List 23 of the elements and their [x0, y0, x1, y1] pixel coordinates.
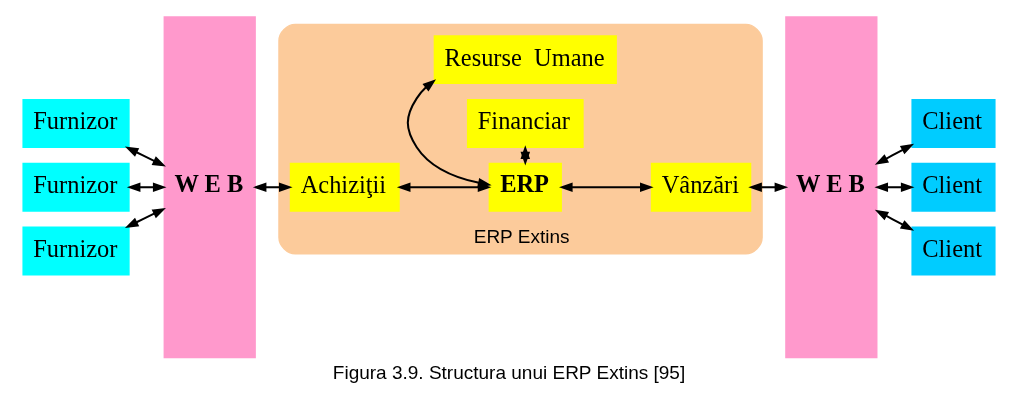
node-box: W E B	[784, 16, 877, 359]
arrow	[406, 79, 492, 188]
arrow	[252, 182, 293, 192]
arrow	[124, 146, 166, 167]
node-box: Achiziţii	[289, 162, 400, 212]
node-box: Client	[910, 226, 996, 276]
caption: Figura 3.9. Structura unui ERP Extins [95]	[332, 361, 685, 383]
arrow	[747, 182, 788, 192]
node-box: Financiar	[466, 99, 584, 148]
node-box: W E B	[163, 16, 256, 359]
arrow	[874, 143, 914, 165]
node-box: Furnizor	[21, 99, 130, 148]
arrow	[558, 182, 654, 192]
node-box: Furnizor	[21, 226, 130, 276]
arrow	[874, 209, 914, 231]
node-box: Vânzări	[650, 162, 751, 212]
node-box: Furnizor	[21, 162, 130, 212]
arrow	[124, 207, 166, 228]
node-box: Resurse Umane	[433, 35, 617, 85]
node-box: ERP	[488, 162, 562, 212]
node-box: Client	[910, 162, 996, 212]
node-box: Client	[910, 99, 996, 148]
arrow	[126, 182, 166, 192]
